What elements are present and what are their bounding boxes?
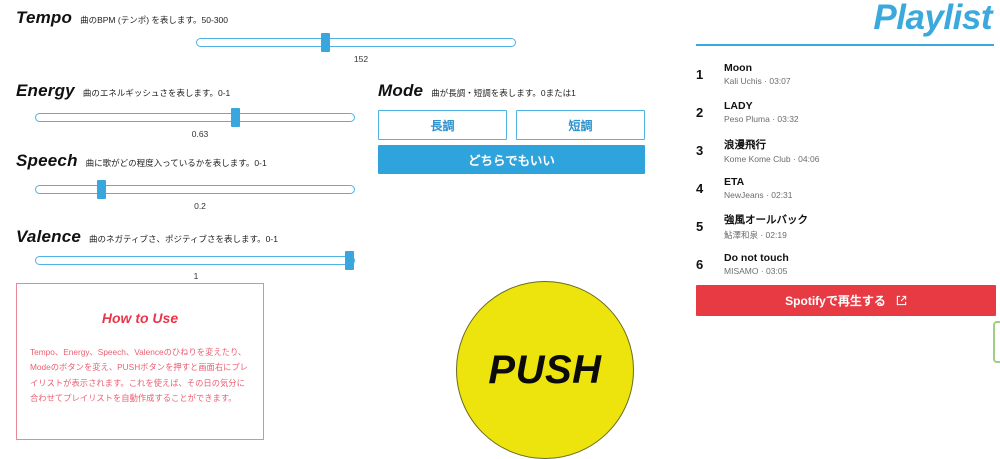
track-number: 2 <box>696 104 704 120</box>
track-number: 1 <box>696 66 704 82</box>
list-item[interactable]: 4 ETA NewJeans · 02:31 <box>696 169 996 207</box>
mode-button-any[interactable]: どちらでもいい <box>378 145 645 174</box>
control-title-valence: Valence <box>16 227 82 246</box>
track-title: Do not touch <box>724 252 789 264</box>
list-item[interactable]: 5 強風オールバック 鮎澤和泉 · 02:19 <box>696 207 996 245</box>
spotify-play-label: Spotifyで再生する <box>785 294 886 308</box>
track-title: Moon <box>724 62 752 74</box>
track-subtitle: Kali Uchis · 03:07 <box>724 76 791 86</box>
control-title-tempo: Tempo <box>16 8 73 27</box>
slider-thumb-energy[interactable] <box>231 108 240 127</box>
control-header-valence: Valence 曲のネガティブさ、ポジティブさを表します。0-1 <box>16 227 278 247</box>
track-number: 6 <box>696 256 704 272</box>
playlist-panel: Playlist 1 Moon Kali Uchis · 03:07 2 LAD… <box>680 0 1000 459</box>
control-title-mode: Mode <box>378 81 424 100</box>
slider-thumb-speech[interactable] <box>97 180 106 199</box>
slider-value-valence: 1 <box>193 271 199 281</box>
list-item[interactable]: 1 Moon Kali Uchis · 03:07 <box>696 55 996 93</box>
playlist-title: Playlist <box>873 0 992 37</box>
how-to-use-title: How to Use <box>101 310 179 326</box>
list-item[interactable]: 6 Do not touch MISAMO · 03:05 <box>696 245 996 283</box>
how-to-use-body: Tempo、Energy、Speech、Valenceのひねりを変えたり、Mod… <box>30 347 249 404</box>
slider-track-valence[interactable] <box>35 256 355 265</box>
push-button[interactable]: PUSH <box>456 281 634 459</box>
track-subtitle: MISAMO · 03:05 <box>724 266 788 276</box>
track-title: 強風オールバック <box>724 213 808 226</box>
track-number: 3 <box>696 142 704 158</box>
playlist-divider <box>696 44 994 46</box>
external-link-icon <box>896 295 907 306</box>
track-number: 5 <box>696 218 704 234</box>
slider-track-tempo[interactable] <box>196 38 516 47</box>
slider-track-speech[interactable] <box>35 185 355 194</box>
track-title: LADY <box>724 100 753 112</box>
track-title: ETA <box>724 176 745 188</box>
control-desc-tempo: 曲のBPM (テンポ) を表します。50-300 <box>80 15 229 25</box>
slider-track-energy[interactable] <box>35 113 355 122</box>
control-desc-speech: 曲に歌がどの程度入っているかを表します。0-1 <box>85 158 267 168</box>
list-item[interactable]: 2 LADY Peso Pluma · 03:32 <box>696 93 996 131</box>
control-desc-mode: 曲が長調・短調を表します。0または1 <box>431 88 576 98</box>
how-to-use-card: How to Use Tempo、Energy、Speech、Valenceのひ… <box>16 283 264 440</box>
list-item[interactable]: 3 浪漫飛行 Kome Kome Club · 04:06 <box>696 131 996 169</box>
control-header-speech: Speech 曲に歌がどの程度入っているかを表します。0-1 <box>16 151 267 171</box>
track-title: 浪漫飛行 <box>724 138 766 151</box>
slider-thumb-tempo[interactable] <box>321 33 330 52</box>
slider-value-speech: 0.2 <box>194 201 206 211</box>
control-header-mode: Mode 曲が長調・短調を表します。0または1 <box>378 81 576 101</box>
track-subtitle: Peso Pluma · 03:32 <box>724 114 799 124</box>
track-number: 4 <box>696 180 704 196</box>
track-subtitle: NewJeans · 02:31 <box>724 190 793 200</box>
playlist-track-list: 1 Moon Kali Uchis · 03:07 2 LADY Peso Pl… <box>696 55 996 283</box>
mode-button-group: 長調 短調 <box>378 110 645 140</box>
track-subtitle: Kome Kome Club · 04:06 <box>724 153 820 164</box>
push-button-label: PUSH <box>488 347 602 392</box>
controls-panel: Tempo 曲のBPM (テンポ) を表します。50-300 152 Energ… <box>16 8 645 459</box>
slider-value-tempo: 152 <box>353 54 369 64</box>
control-title-energy: Energy <box>16 81 75 100</box>
slider-thumb-valence[interactable] <box>345 251 354 270</box>
control-header-tempo: Tempo 曲のBPM (テンポ) を表します。50-300 <box>16 8 228 28</box>
spotify-play-button[interactable]: Spotifyで再生する <box>696 285 996 316</box>
mode-button-minor[interactable]: 短調 <box>516 110 645 140</box>
control-title-speech: Speech <box>16 151 78 170</box>
mode-button-major[interactable]: 長調 <box>378 110 507 140</box>
slider-value-energy: 0.63 <box>191 129 209 139</box>
track-subtitle: 鮎澤和泉 · 02:19 <box>724 229 787 240</box>
control-header-energy: Energy 曲のエネルギッシュさを表します。0-1 <box>16 81 230 101</box>
control-desc-energy: 曲のエネルギッシュさを表します。0-1 <box>82 88 231 98</box>
offscreen-green-widget <box>993 321 1000 363</box>
control-desc-valence: 曲のネガティブさ、ポジティブさを表します。0-1 <box>89 234 278 244</box>
